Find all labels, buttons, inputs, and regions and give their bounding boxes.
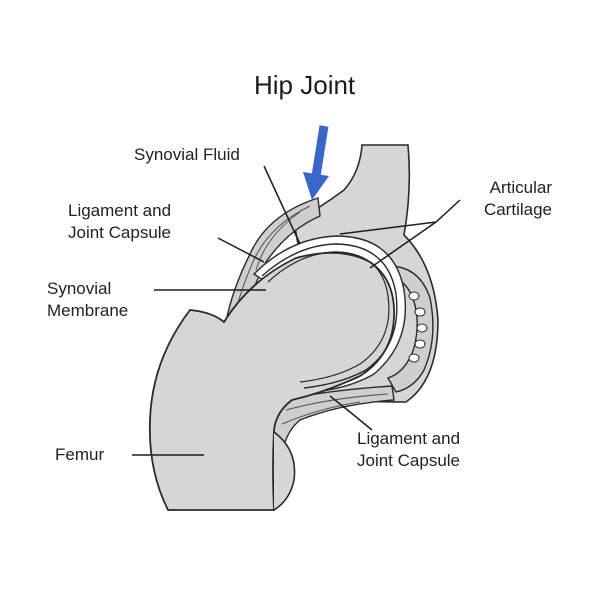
greater-trochanter [273,431,296,511]
label-articular-cartilage-line1: Articular [489,178,552,197]
label-articular-cartilage-line2: Cartilage [483,200,552,219]
leader-lines [132,165,461,456]
label-ligament-upper-line1: Ligament and [68,201,172,220]
leader-articular-cartilage-2 [339,221,437,235]
lower-capsule-fibers [281,393,389,425]
label-ligament-lower-line1: Ligament and [357,429,461,448]
leader-synovial-fluid [263,165,301,245]
label-synovial-membrane-line2: Membrane [47,301,129,320]
label-femur: Femur [55,445,105,464]
label-ligament-upper-line2: Joint Capsule [68,223,172,242]
right-capsule-band [386,265,434,393]
label-ligament-lower: Ligament and Joint Capsule [357,428,460,472]
label-articular-cartilage: Articular Cartilage [460,177,552,221]
articular-cartilage-outer [261,243,398,389]
label-synovial-membrane: Synovial Membrane [47,278,128,322]
articular-cartilage-inner [267,251,390,383]
leader-ligament-lower [329,395,373,431]
leader-ligament-upper [217,237,265,263]
femur-bone [148,251,395,511]
label-synovial-membrane-line1: Synovial [47,279,112,298]
label-ligament-lower-line2: Joint Capsule [357,451,461,470]
capsule-fiber-nodes [408,291,428,363]
label-synovial-fluid: Synovial Fluid [134,145,240,164]
diagram-title: Hip Joint [254,70,356,100]
force-arrow [303,125,329,200]
label-ligament-upper: Ligament and Joint Capsule [68,200,171,244]
